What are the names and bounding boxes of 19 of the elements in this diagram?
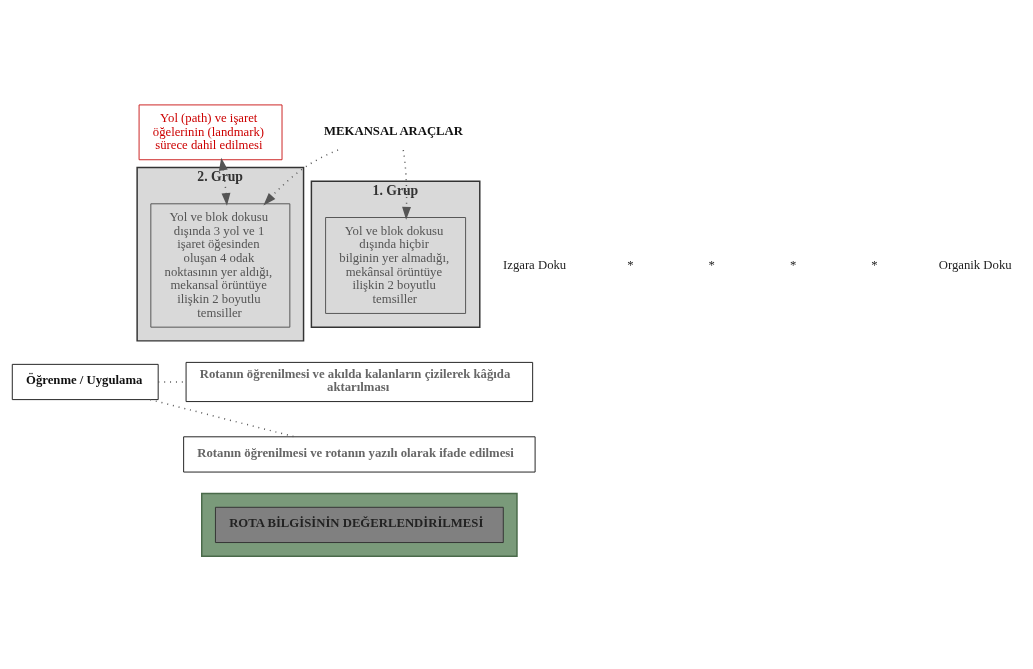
arrow bbox=[263, 149, 339, 206]
node-box: Yol ve blok dokusu dışında 3 yol ve 1 işaret öğesinden oluşan 4 odak noktasının yer aldığı, mekansal örüntüye ilişkin 2 boyutlu temsiller bbox=[150, 203, 291, 328]
label: Izgara Doku bbox=[503, 257, 567, 272]
node-text: MEKANSAL ARAÇLAR bbox=[324, 123, 463, 138]
node-box: Öğrenme / Uygulama bbox=[11, 363, 159, 401]
label: * bbox=[789, 257, 797, 272]
label: Organik Doku bbox=[938, 257, 1012, 272]
node-box: Yol ve blok dokusu dışında hiçbir bilginin yer almadığı, mekânsal örüntüye ilişkin 2 boyutlu temsiller bbox=[325, 217, 467, 314]
connector bbox=[149, 398, 296, 438]
arrow bbox=[218, 157, 231, 206]
node-box: Rotanın öğrenilmesi ve rotanın yazılı olarak ifade edilmesi bbox=[183, 436, 536, 473]
label: * bbox=[708, 257, 715, 272]
arrow bbox=[402, 149, 411, 220]
cluster bbox=[201, 492, 518, 557]
node-box: Yol (path) ve işaret öğelerinin (landmark) sürece dahil edilmesi bbox=[138, 104, 283, 161]
node-box: ROTA BİLGİSİNİN DEĞERLENDİRİLMESİ bbox=[214, 506, 504, 544]
label: * bbox=[871, 257, 878, 272]
node-box: Rotanın öğrenilmesi ve akılda kalanların çizilerek kâğıda aktarılması bbox=[185, 361, 534, 403]
label: * bbox=[627, 257, 634, 272]
